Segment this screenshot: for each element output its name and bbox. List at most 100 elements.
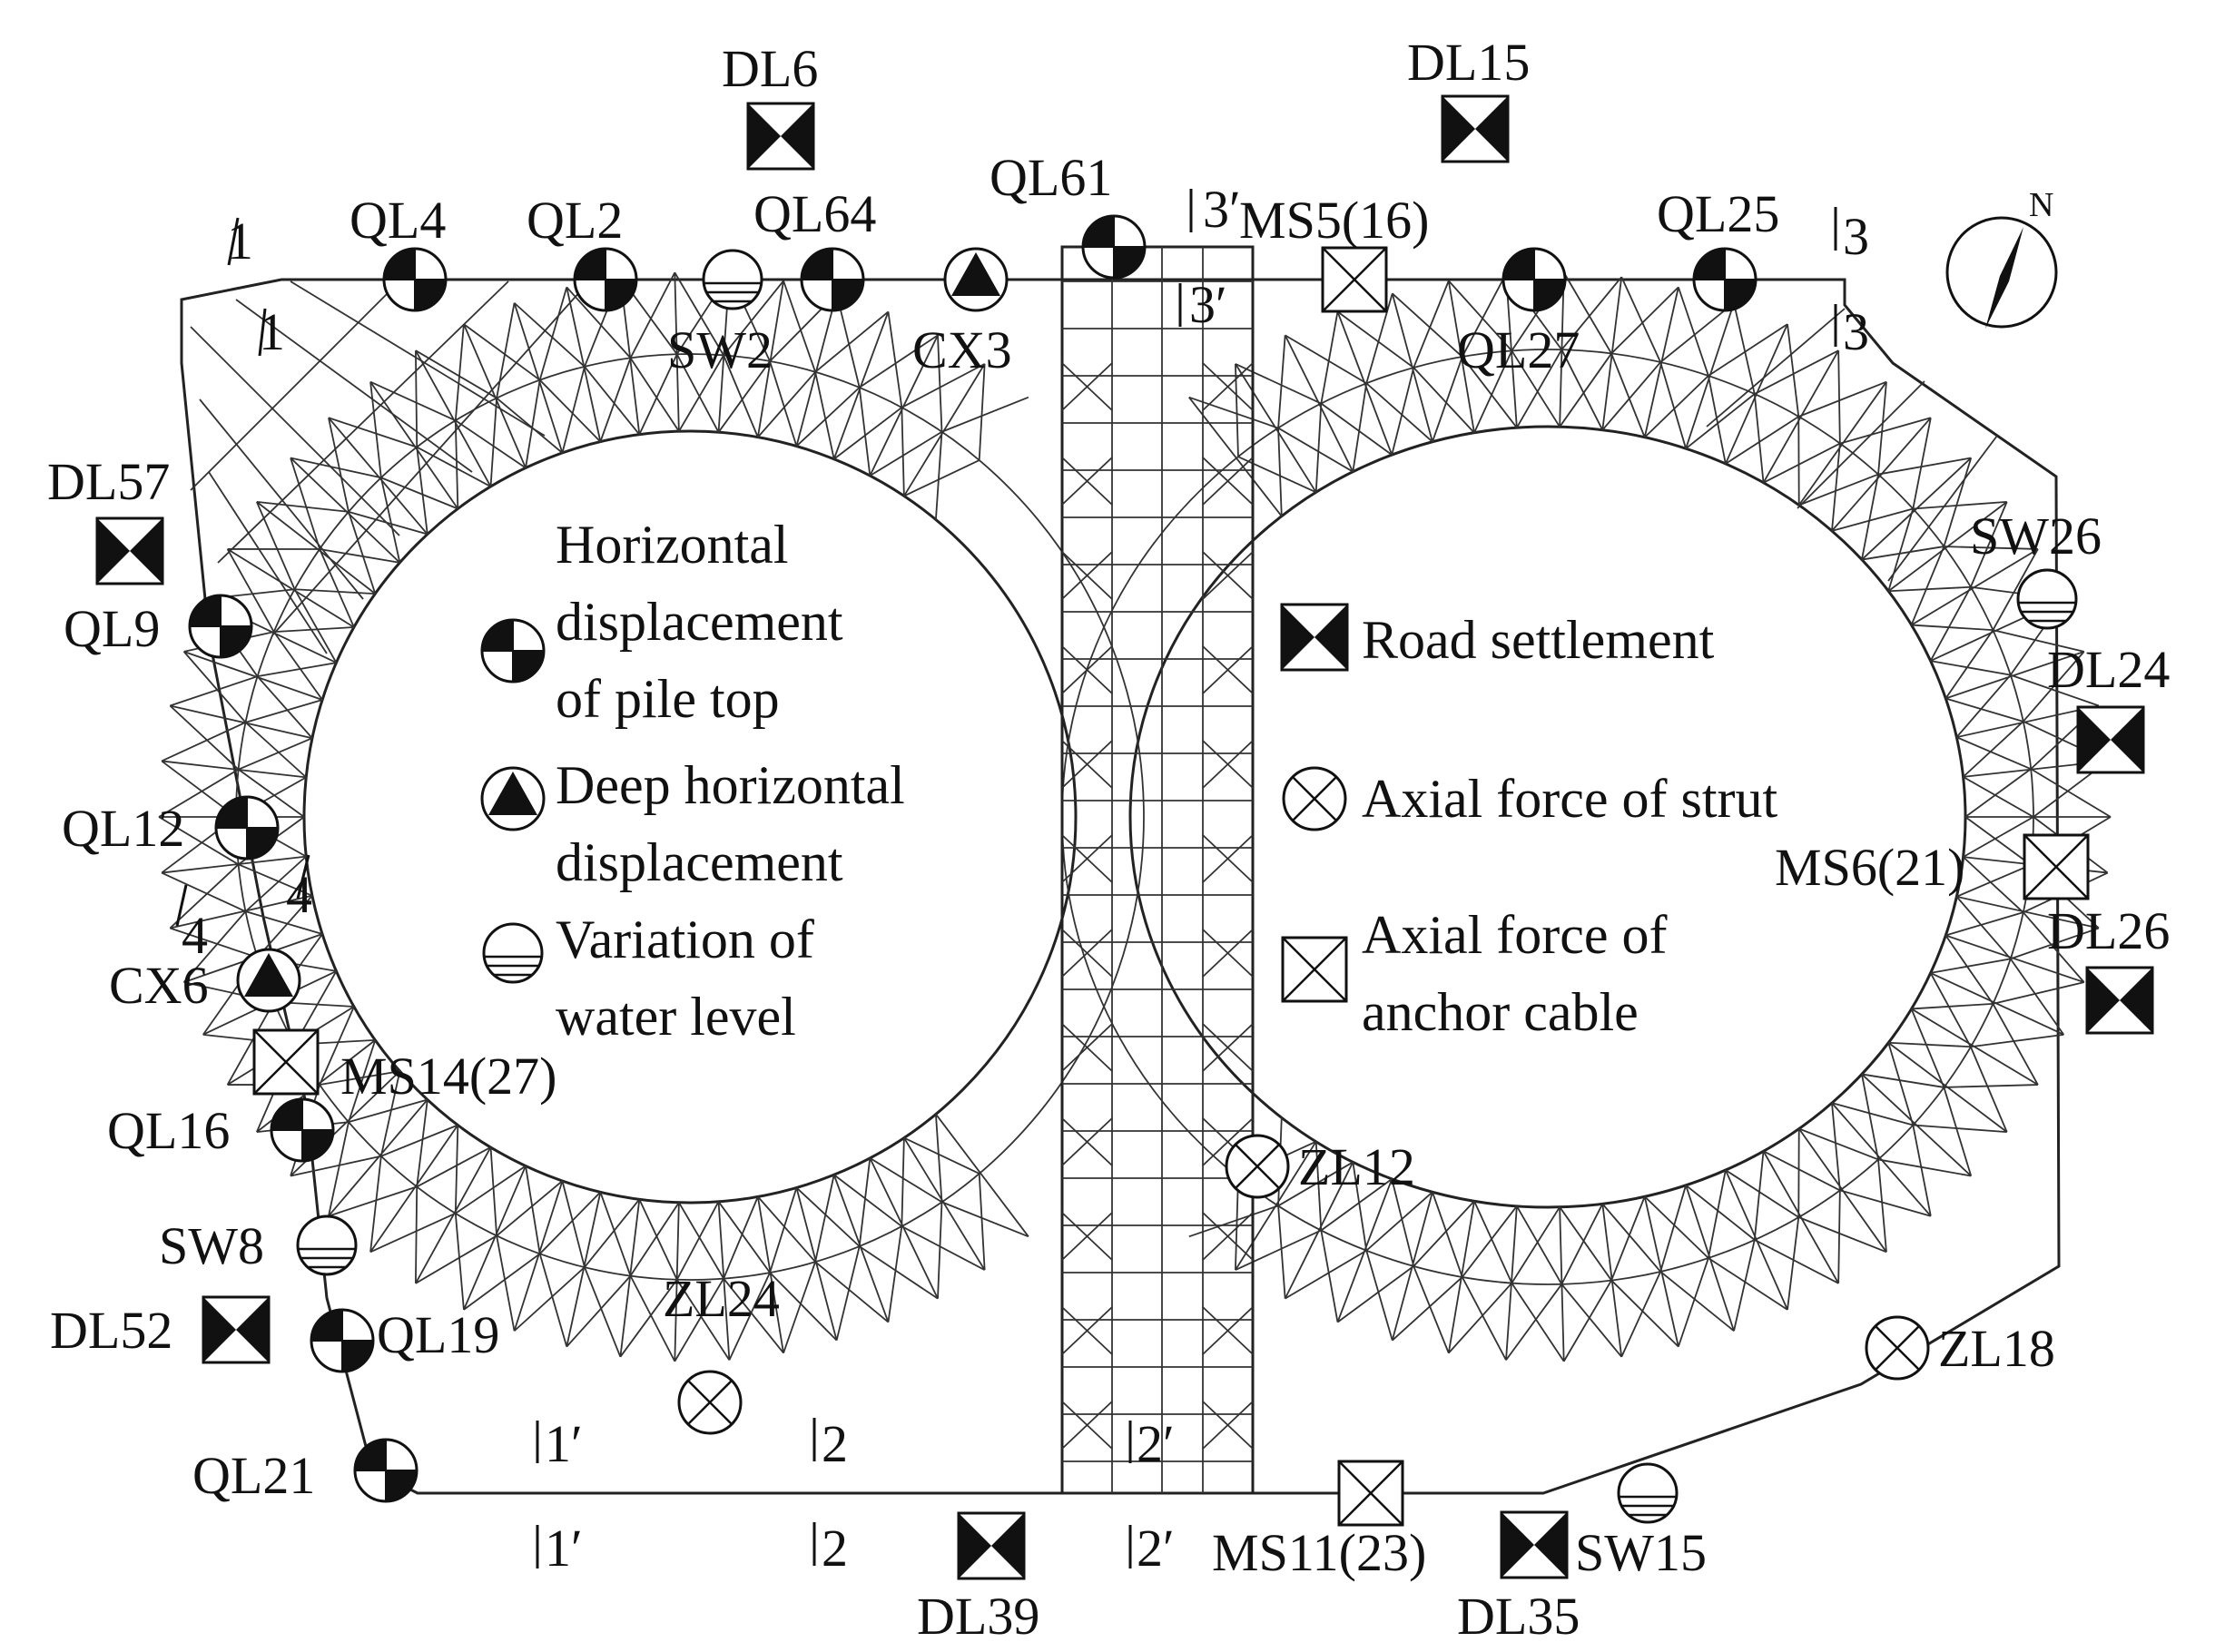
- point-QL19-symbol: [310, 1308, 375, 1373]
- left-ring-lattice: [158, 271, 1029, 1362]
- right-ring-lattice: [1188, 271, 2112, 1362]
- section-2-inner: 2: [822, 1414, 848, 1473]
- legend-road-icon: [1280, 603, 1349, 672]
- left-ring-mid: [235, 353, 1145, 1281]
- section-2-outer: 2: [822, 1519, 848, 1578]
- point-DL52-symbol: [202, 1295, 271, 1364]
- legend-strut-icon: [1282, 766, 1347, 831]
- section-3-top: 3: [1843, 207, 1869, 266]
- point-DL26-symbol: [2085, 966, 2154, 1035]
- point-CX6-symbol: [236, 948, 301, 1013]
- point-DL39-symbol: [957, 1511, 1026, 1580]
- label-MS6: MS6(21): [1775, 838, 1964, 897]
- label-DL26: DL26: [2047, 901, 2170, 960]
- point-CX3-symbol: [943, 247, 1009, 312]
- legend-pile-top-line2: displacement: [556, 592, 843, 652]
- label-MS11: MS11(23): [1212, 1523, 1426, 1582]
- legend-anchor-line2: anchor cable: [1362, 982, 1639, 1042]
- legend-deep-icon: [480, 766, 546, 831]
- label-SW26: SW26: [1970, 506, 2102, 565]
- section-3p-top: 3′: [1203, 180, 1241, 239]
- label-QL21: QL21: [192, 1446, 315, 1505]
- label-QL27: QL27: [1457, 320, 1580, 379]
- legend-strut-label: Axial force of strut: [1362, 769, 1778, 829]
- point-QL4-symbol: [382, 247, 448, 312]
- label-SW15: SW15: [1575, 1523, 1707, 1582]
- section-1p-outer: 1′: [545, 1519, 583, 1578]
- legend-pile-top-line3: of pile top: [556, 669, 780, 729]
- label-QL16: QL16: [107, 1101, 230, 1160]
- section-markers: 1 1 3′ 3′ 3 3 4 4 1′ 1′ 2 2 2′ 2′: [175, 180, 1869, 1578]
- monitoring-labels: QL4 QL2 QL64 QL61 QL25 QL27 QL9 QL12 QL1…: [47, 33, 2170, 1646]
- point-DL15-symbol: [1441, 94, 1510, 163]
- label-DL52: DL52: [50, 1301, 172, 1360]
- label-SW8: SW8: [159, 1216, 264, 1275]
- label-ZL12: ZL12: [1298, 1137, 1415, 1196]
- legend-road-label: Road settlement: [1362, 610, 1715, 670]
- label-ZL18: ZL18: [1938, 1319, 2055, 1378]
- corner-grid: [190, 280, 1998, 654]
- point-MS6-symbol: [2023, 833, 2090, 900]
- point-ZL12-symbol: [1225, 1134, 1290, 1199]
- label-QL61: QL61: [990, 148, 1112, 207]
- point-SW15-symbol: [1617, 1462, 1679, 1524]
- point-MS14-symbol: [252, 1028, 320, 1096]
- legend-deep-line1: Deep horizontal: [556, 755, 905, 815]
- label-QL4: QL4: [350, 191, 446, 250]
- legend-water-line2: water level: [556, 987, 796, 1047]
- section-3p-inner: 3′: [1189, 275, 1227, 334]
- central-strut-corridor: [1060, 245, 1255, 1495]
- label-DL57: DL57: [47, 452, 170, 511]
- north-arrow: N: [1945, 186, 2058, 329]
- legend-water-line1: Variation of: [556, 910, 814, 969]
- legend-water-icon: [482, 922, 544, 984]
- section-2p-outer: 2′: [1137, 1519, 1175, 1578]
- point-DL6-symbol: [746, 102, 815, 171]
- label-QL25: QL25: [1657, 184, 1779, 243]
- north-label: N: [2029, 186, 2053, 224]
- point-QL64-symbol: [800, 247, 865, 312]
- legend-pile-top-icon: [480, 618, 546, 683]
- label-QL2: QL2: [527, 191, 623, 250]
- legend-deep-line2: displacement: [556, 832, 843, 892]
- label-DL24: DL24: [2047, 640, 2170, 699]
- label-DL6: DL6: [722, 39, 818, 98]
- point-DL35-symbol: [1500, 1510, 1569, 1579]
- label-DL35: DL35: [1457, 1587, 1580, 1646]
- point-QL2-symbol: [573, 247, 638, 312]
- label-DL39: DL39: [917, 1587, 1039, 1646]
- legend: Horizontal displacement of pile top Deep…: [480, 515, 1778, 1047]
- point-MS5-symbol: [1321, 246, 1388, 313]
- label-DL15: DL15: [1407, 33, 1530, 92]
- label-QL19: QL19: [377, 1305, 499, 1364]
- label-QL9: QL9: [64, 599, 160, 658]
- legend-anchor-line1: Axial force of: [1362, 905, 1668, 965]
- label-QL12: QL12: [62, 799, 184, 858]
- point-QL9-symbol: [188, 594, 253, 659]
- point-QL27-symbol: [1501, 247, 1567, 312]
- section-1-top: 1: [227, 211, 253, 270]
- legend-pile-top-line1: Horizontal: [556, 515, 789, 575]
- label-CX6: CX6: [109, 956, 209, 1015]
- label-ZL24: ZL24: [663, 1269, 780, 1328]
- point-ZL18-symbol: [1865, 1315, 1930, 1381]
- label-SW2: SW2: [667, 320, 773, 379]
- label-QL64: QL64: [753, 184, 876, 243]
- point-QL12-symbol: [214, 795, 280, 860]
- point-QL16-symbol: [270, 1097, 335, 1163]
- point-MS11-symbol: [1337, 1460, 1404, 1527]
- point-ZL24-symbol: [677, 1370, 743, 1435]
- point-QL21-symbol: [353, 1438, 418, 1503]
- point-DL57-symbol: [95, 516, 164, 585]
- point-SW26-symbol: [2016, 568, 2078, 630]
- point-SW8-symbol: [296, 1214, 358, 1276]
- label-CX3: CX3: [912, 320, 1012, 379]
- label-MS14: MS14(27): [340, 1047, 556, 1106]
- section-3-inner: 3: [1843, 302, 1869, 361]
- point-QL61-symbol: [1081, 214, 1147, 280]
- point-QL25-symbol: [1692, 247, 1757, 312]
- section-4-outer: 4: [182, 906, 208, 965]
- point-DL24-symbol: [2076, 705, 2145, 774]
- label-MS5: MS5(16): [1239, 191, 1429, 250]
